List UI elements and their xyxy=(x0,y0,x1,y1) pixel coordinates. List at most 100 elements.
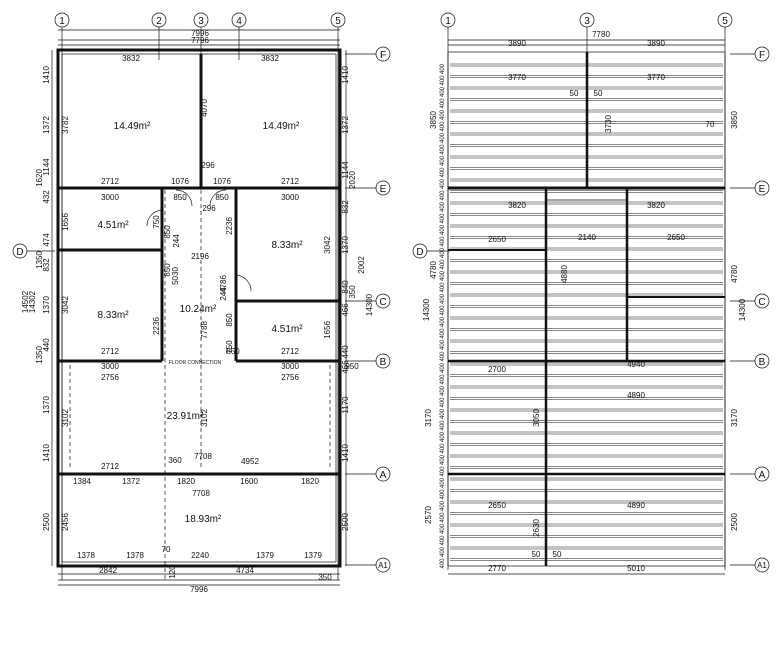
svg-text:2700: 2700 xyxy=(488,365,506,374)
spacing-label: 400 xyxy=(440,443,446,454)
axis-label: F xyxy=(759,50,765,61)
axis-label: 3 xyxy=(584,16,590,27)
spacing-label: 400 xyxy=(440,454,446,465)
svg-text:3050: 3050 xyxy=(532,409,541,427)
axis-label: A xyxy=(759,470,766,481)
svg-text:3170: 3170 xyxy=(730,409,739,427)
spacing-label: 400 xyxy=(440,155,446,166)
svg-text:4734: 4734 xyxy=(236,566,254,575)
left-vertical-dimensions: 1410 1372 3782 4070 1372 1410 1144 1144 … xyxy=(21,66,374,579)
spacing-label: 400 xyxy=(440,270,446,281)
axis-label: 1 xyxy=(59,16,65,27)
spacing-label: 400 xyxy=(440,466,446,477)
svg-text:1350: 1350 xyxy=(35,251,44,269)
svg-text:1076: 1076 xyxy=(213,177,231,186)
svg-text:50: 50 xyxy=(594,89,603,98)
svg-text:244: 244 xyxy=(172,234,181,248)
spacing-label: 400 xyxy=(440,535,446,546)
spacing-label: 400 xyxy=(440,247,446,258)
axis-label: C xyxy=(758,297,765,308)
svg-text:7996: 7996 xyxy=(191,29,209,38)
svg-text:7708: 7708 xyxy=(194,452,212,461)
room-area-label: 8.33m² xyxy=(97,310,129,321)
svg-text:2500: 2500 xyxy=(341,513,350,531)
svg-text:1656: 1656 xyxy=(323,321,332,339)
svg-text:1076: 1076 xyxy=(171,177,189,186)
axis-label: B xyxy=(380,357,387,368)
svg-text:3770: 3770 xyxy=(508,73,526,82)
svg-text:1820: 1820 xyxy=(301,477,319,486)
spacing-label: 400 xyxy=(440,190,446,201)
spacing-label: 400 xyxy=(440,224,446,235)
svg-text:2712: 2712 xyxy=(101,177,119,186)
spacing-label: 400 xyxy=(440,121,446,132)
right-dimensions: 3890 7780 3890 3770 3770 50 50 3730 70 3… xyxy=(422,30,747,575)
svg-text:850: 850 xyxy=(163,225,172,239)
svg-text:2650: 2650 xyxy=(488,235,506,244)
svg-text:1379: 1379 xyxy=(304,551,322,560)
svg-text:1384: 1384 xyxy=(73,477,91,486)
svg-text:3000: 3000 xyxy=(281,362,299,371)
svg-text:5010: 5010 xyxy=(627,564,645,573)
room-area-label: 4.51m² xyxy=(271,324,303,335)
axis-label: A1 xyxy=(757,561,767,570)
svg-text:1144: 1144 xyxy=(341,161,350,179)
svg-text:1379: 1379 xyxy=(256,551,274,560)
svg-text:296: 296 xyxy=(201,161,215,170)
svg-text:1372: 1372 xyxy=(341,116,350,134)
svg-text:3770: 3770 xyxy=(647,73,665,82)
spacing-label: 400 xyxy=(440,546,446,557)
svg-text:1370: 1370 xyxy=(42,396,51,414)
svg-text:1378: 1378 xyxy=(77,551,95,560)
svg-text:70: 70 xyxy=(706,120,715,129)
room-area-label: 4.51m² xyxy=(97,220,129,231)
outer-wall xyxy=(56,48,342,568)
svg-text:2236: 2236 xyxy=(152,317,161,335)
svg-text:296: 296 xyxy=(202,204,216,213)
svg-text:14502: 14502 xyxy=(21,290,30,313)
svg-text:750: 750 xyxy=(225,340,234,354)
room-area-label: 14.49m² xyxy=(114,121,151,132)
spacing-label: 400 xyxy=(440,362,446,373)
spacing-label: 400 xyxy=(440,167,446,178)
svg-text:3102: 3102 xyxy=(61,409,70,427)
axis-label: 5 xyxy=(335,16,341,27)
svg-text:2770: 2770 xyxy=(488,564,506,573)
spacing-label: 400 xyxy=(440,512,446,523)
axis-label: 1 xyxy=(445,16,451,27)
svg-text:750: 750 xyxy=(152,215,161,229)
spacing-label: 400 xyxy=(440,316,446,327)
svg-text:3042: 3042 xyxy=(61,296,70,314)
axis-label: D xyxy=(16,247,23,258)
svg-text:7996: 7996 xyxy=(190,585,208,594)
svg-text:14300: 14300 xyxy=(738,298,747,321)
left-side-axis-markers: F E D C B A A1 xyxy=(12,46,391,573)
svg-text:4780: 4780 xyxy=(429,261,438,279)
svg-text:440: 440 xyxy=(42,338,51,352)
svg-text:7780: 7780 xyxy=(592,30,610,39)
svg-text:7796: 7796 xyxy=(191,36,209,45)
spacing-label: 400 xyxy=(440,477,446,488)
svg-text:4780: 4780 xyxy=(730,265,739,283)
joist-spacing-labels: 4004004004004004004004004004004004004004… xyxy=(440,63,446,568)
svg-text:120: 120 xyxy=(168,565,177,579)
svg-text:850: 850 xyxy=(226,347,240,356)
svg-text:840: 840 xyxy=(341,280,350,294)
svg-text:2240: 2240 xyxy=(191,551,209,560)
svg-text:350: 350 xyxy=(348,285,357,299)
svg-text:350: 350 xyxy=(318,573,332,582)
axis-label: B xyxy=(759,357,766,368)
svg-text:14302: 14302 xyxy=(28,290,37,313)
svg-text:3832: 3832 xyxy=(122,54,140,63)
svg-text:3730: 3730 xyxy=(604,115,613,133)
svg-text:3820: 3820 xyxy=(508,201,526,210)
svg-text:2842: 2842 xyxy=(99,566,117,575)
room-area-label: 23.91m² xyxy=(167,411,204,422)
svg-text:466: 466 xyxy=(341,303,350,317)
svg-text:7708: 7708 xyxy=(192,489,210,498)
svg-text:850: 850 xyxy=(163,263,172,277)
axis-label: 2 xyxy=(156,16,162,27)
svg-text:2196: 2196 xyxy=(191,252,209,261)
room-area-label: 18.93m² xyxy=(185,514,222,525)
